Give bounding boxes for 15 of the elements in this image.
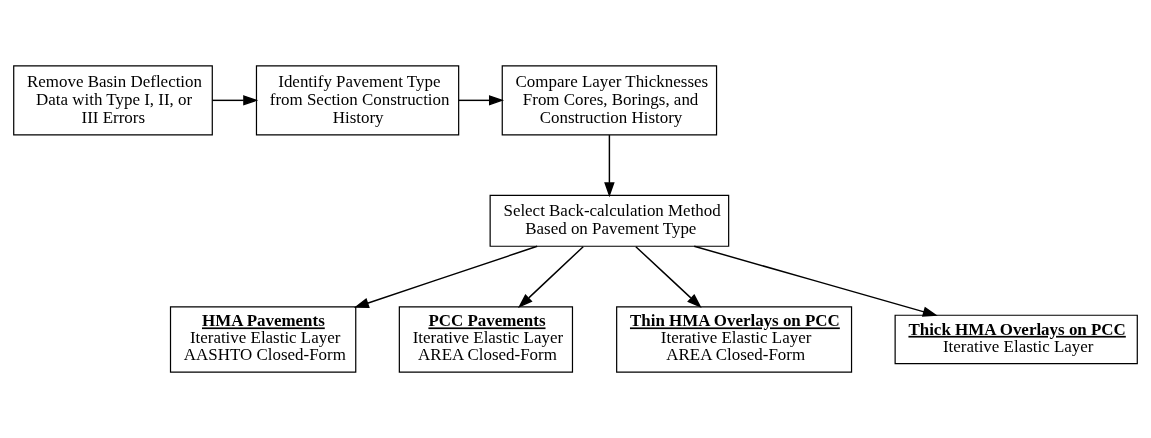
arrow (353, 245, 538, 308)
arrow (635, 245, 702, 309)
node-box: Thin HMA Overlays on PCC Iterative Elastic Layer AREA Closed-Form (616, 306, 853, 373)
node-box: Thick HMA Overlays on PCC Iterative Elastic Layer (894, 314, 1138, 365)
node-box: HMA Pavements Iterative Elastic Layer AASHTO Closed-Form (169, 306, 357, 373)
arrow (604, 134, 615, 198)
node-box: Remove Basin Deflection Data with Type I, II, or III Errors (13, 65, 213, 136)
arrow (211, 95, 259, 106)
arrow (518, 245, 584, 309)
node-box: Select Back-calculation Method Based on Pavement Type (489, 194, 730, 247)
node-box: PCC Pavements Iterative Elastic Layer AREA Closed-Form (398, 306, 574, 373)
arrow (458, 95, 504, 106)
arrow (693, 245, 938, 317)
node-box: Identify Pavement Type from Section Construction History (255, 65, 460, 136)
node-box: Compare Layer Thicknesses From Cores, Borings, and Construction History (501, 65, 718, 136)
